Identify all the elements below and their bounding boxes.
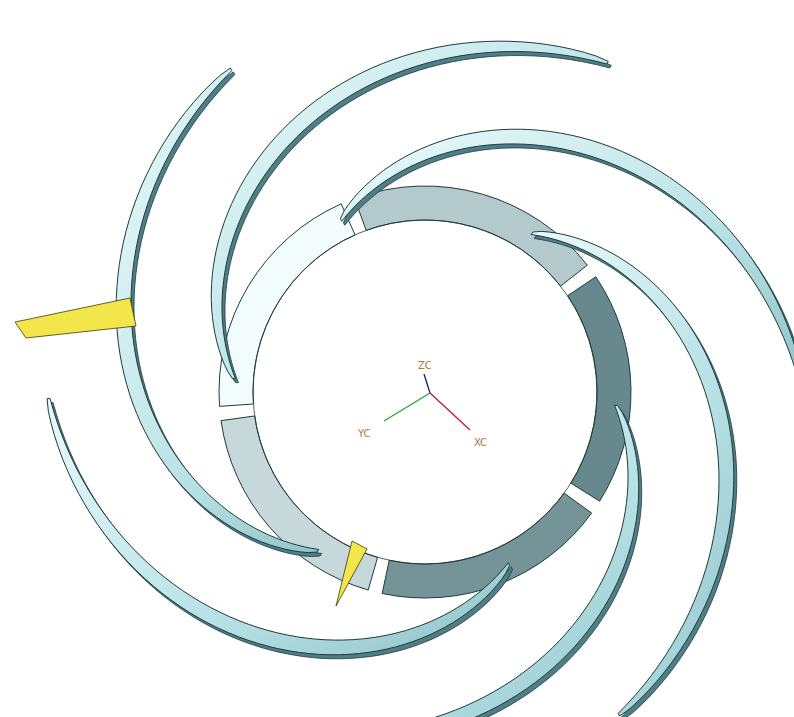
vane — [47, 399, 513, 659]
vane-face — [47, 399, 510, 655]
axis-line — [424, 374, 430, 393]
vane — [211, 41, 611, 383]
axis-label: ZC — [418, 361, 432, 371]
axis-label: XC — [474, 438, 487, 448]
vane-side — [214, 45, 611, 383]
vane-side — [119, 72, 322, 557]
hub-edge — [253, 220, 597, 564]
vane-face — [211, 41, 608, 379]
vane-face — [116, 68, 319, 553]
vane-face — [242, 405, 639, 717]
selected-face — [15, 298, 136, 338]
vane — [242, 405, 642, 717]
axis-line — [430, 393, 470, 430]
axis-line — [384, 393, 430, 421]
vane-side — [245, 409, 642, 717]
axis-label: YC — [358, 429, 371, 439]
ring-segment — [382, 493, 591, 598]
vane-face — [340, 129, 794, 385]
vane — [116, 68, 322, 557]
impeller — [15, 41, 794, 717]
vane — [340, 129, 794, 389]
ring-segment — [568, 277, 631, 501]
vane-side — [343, 133, 794, 389]
selected-face — [336, 541, 367, 606]
